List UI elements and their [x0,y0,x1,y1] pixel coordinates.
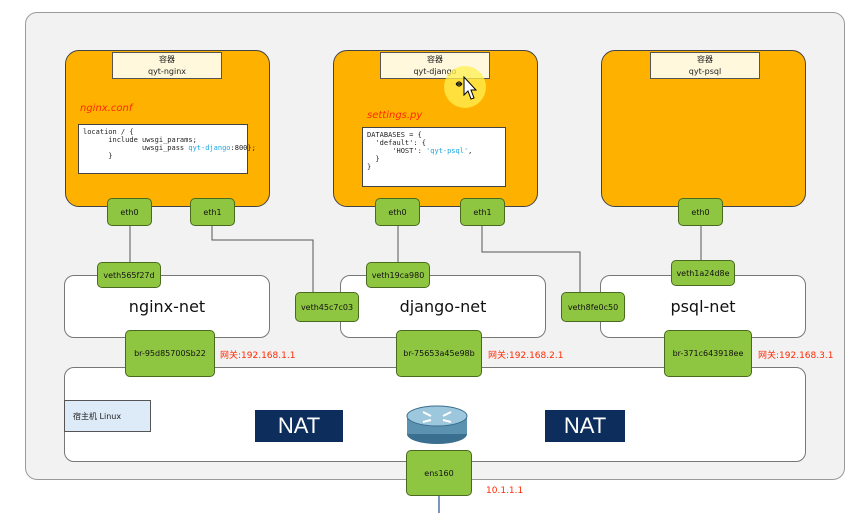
code-line: DATABASES = { [367,131,422,139]
nginx-config-snippet: location / { include uwsgi_params; uwsgi… [78,124,256,174]
code-line: 'default': { [367,139,427,147]
django-settings-snippet: DATABASES = { 'default': { 'HOST': 'qyt-… [362,127,506,187]
code-line: } [83,152,113,160]
container-type-label: 容器 [159,55,175,64]
code-line: } [367,163,372,171]
gateway-label: 网关:192.168.3.1 [758,351,834,361]
container-name: qyt-psql [688,67,722,76]
host-label: 宿主机 Linux [64,400,151,432]
network-nginx-net: nginx-net [64,275,270,338]
config-filename: nginx.conf [80,103,133,114]
container-type-label: 容器 [697,55,713,64]
code-highlight: qyt-django [188,144,231,152]
container-type-label: 容器 [427,55,443,64]
network-label: psql-net [670,297,736,316]
code-line: :800}; [230,144,256,152]
bridge-nginx-net[interactable]: br-95d85700Sb22 [125,330,215,377]
veth-psql-eth1[interactable]: veth8fe0c50 [561,292,625,322]
code-line: location / { [83,128,134,136]
interface-eth1-nginx[interactable]: eth1 [190,198,235,226]
code-line: , [468,147,473,155]
code-line: uwsgi_pass [83,144,189,152]
veth-psql-net[interactable]: veth1a24d8e [671,260,735,286]
code-line: } [367,155,380,163]
bridge-django-net[interactable]: br-75653a45e98b [396,330,482,377]
veth-nginx-net[interactable]: veth565f27d [97,262,161,288]
veth-django-net[interactable]: veth19ca980 [366,262,430,288]
bridge-psql-net[interactable]: br-371c643918ee [664,330,752,377]
network-label: django-net [399,297,487,316]
veth-django-eth1[interactable]: veth45c7c03 [295,292,359,322]
container-psql-title: 容器 qyt-psql [650,52,760,79]
container-name: qyt-nginx [147,67,186,76]
interface-eth1-django[interactable]: eth1 [460,198,505,226]
nat-block: NAT [545,410,625,442]
gateway-label: 网关:192.168.1.1 [220,351,296,361]
interface-eth0-nginx[interactable]: eth0 [107,198,152,226]
uplink-ens160[interactable]: ens160 [406,450,472,496]
nat-block: NAT [255,410,343,442]
code-line: include uwsgi_params; [83,136,197,144]
router-icon [406,405,468,444]
code-line: 'HOST': [367,147,427,155]
config-filename: settings.py [367,110,423,121]
network-label: nginx-net [128,297,206,316]
uplink-ip: 10.1.1.1 [486,486,524,496]
mouse-cursor-icon [455,76,477,100]
gateway-label: 网关:192.168.2.1 [488,351,564,361]
interface-eth0-django[interactable]: eth0 [375,198,420,226]
container-nginx-title: 容器 qyt-nginx [112,52,222,79]
code-highlight: 'qyt-psql' [426,147,469,155]
interface-eth0-psql[interactable]: eth0 [678,198,723,226]
container-name: qyt-django [413,67,457,76]
